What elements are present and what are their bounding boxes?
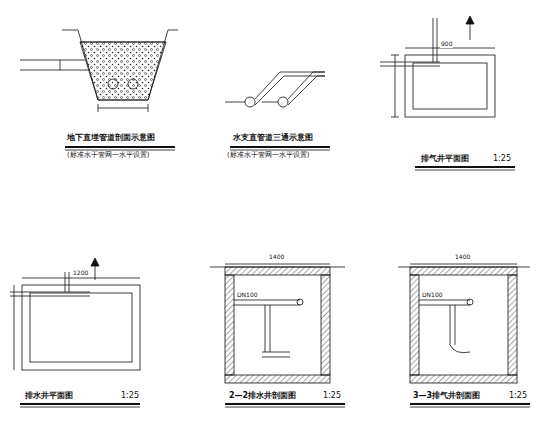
scale-text: 1:25 (508, 392, 528, 401)
scale-text: 1:25 (120, 392, 140, 401)
dimension-text: 900 (440, 41, 453, 48)
view-title: 2—2排水井剖面图 (228, 392, 297, 401)
view-title: 排气井平面图 (420, 155, 470, 164)
scale-text: 1:25 (492, 155, 512, 164)
pipe-size: DN100 (236, 292, 259, 299)
view-title: 地下直埋管道剖面示意图 (66, 134, 156, 143)
pipe-size: DN100 (421, 292, 444, 299)
view-title: 3—3排气井剖面图 (412, 392, 481, 401)
dimension-text: 1400 (454, 254, 471, 261)
scale-text: 1:25 (322, 392, 342, 401)
view-title: 水支直管道三通示意图 (232, 134, 314, 143)
view-subtitle: (标准水干管网一水平设置) (66, 152, 150, 160)
dimension-text: 1400 (268, 254, 285, 261)
view-title: 排水井平面图 (24, 392, 74, 401)
dimension-text: 1200 (72, 270, 89, 277)
view-subtitle: (标准水干管网一水平设置) (226, 152, 310, 160)
